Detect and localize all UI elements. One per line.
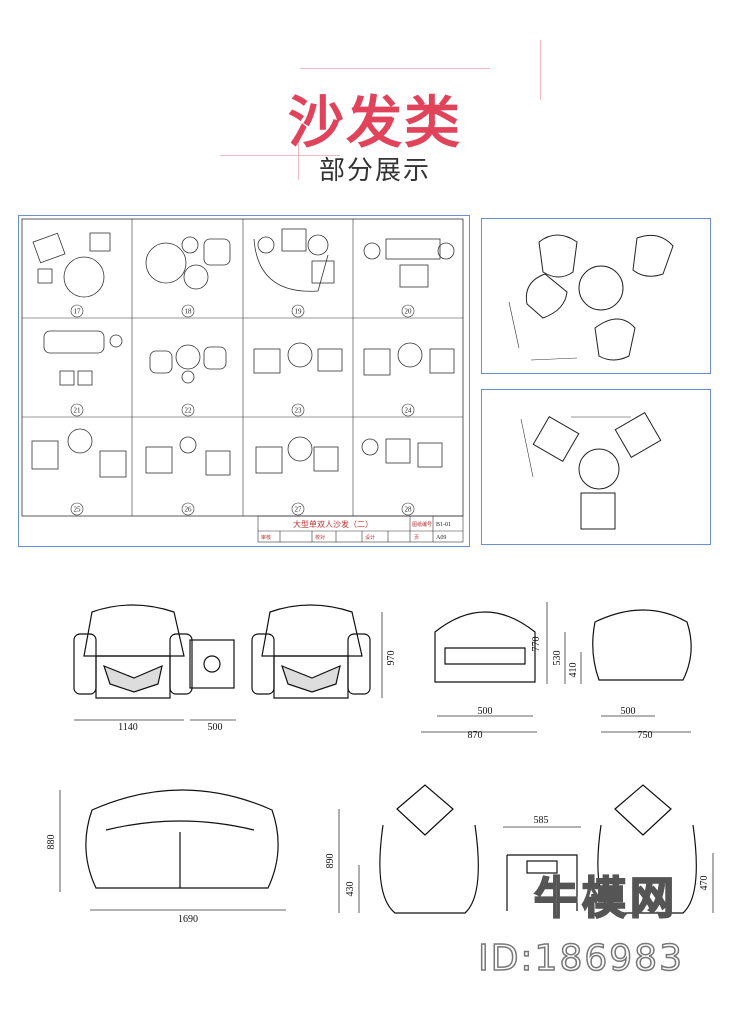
drawing-armchairs-elevation: 585 890 430 470 bbox=[325, 784, 714, 914]
page-subtitle: 部分展示 bbox=[318, 156, 431, 186]
cell-number: 17 bbox=[74, 308, 82, 316]
watermark-id: ID:186983 bbox=[477, 937, 684, 980]
dim-label: 870 bbox=[468, 730, 483, 741]
title-block-page: 页 bbox=[414, 535, 419, 541]
layout-panel-round bbox=[481, 218, 711, 374]
decor-line bbox=[220, 155, 340, 156]
dim-label: 1690 bbox=[178, 914, 198, 925]
cell-number: 25 bbox=[74, 506, 82, 514]
dim-label: 500 bbox=[478, 706, 493, 717]
title-block-drawing-no-label: 图纸编号 bbox=[412, 521, 432, 528]
cell-number: 22 bbox=[185, 407, 193, 415]
dim-label: 750 bbox=[638, 730, 653, 741]
cell-number: 23 bbox=[295, 407, 303, 415]
watermark-brand: 牛模网 bbox=[533, 872, 678, 925]
title-block-check: 校对 bbox=[315, 534, 325, 541]
cell-number: 20 bbox=[405, 308, 413, 316]
drawing-tub-chair-elevations: 770 530 410 500 870 500 750 bbox=[421, 602, 692, 741]
dim-label: 1140 bbox=[118, 722, 138, 733]
cell-number: 28 bbox=[405, 506, 413, 514]
dim-label: 430 bbox=[345, 882, 356, 897]
dim-label: 890 bbox=[325, 854, 336, 869]
title-block-name: 大型单双人沙发（二） bbox=[293, 519, 373, 529]
dim-label: 970 bbox=[386, 651, 397, 666]
dim-label: 770 bbox=[531, 637, 542, 652]
cell-number: 24 bbox=[405, 407, 413, 415]
title-block-drawing-no: B1-01 bbox=[436, 522, 451, 528]
page-title: 沙发类 bbox=[288, 91, 462, 156]
dim-label: 500 bbox=[208, 722, 223, 733]
cell-number: 27 bbox=[295, 506, 303, 514]
cell-number: 26 bbox=[185, 506, 193, 514]
cad-sheet: 17 18 19 20 21 22 23 24 25 26 27 28 大型单双… bbox=[18, 215, 470, 547]
cell-number: 19 bbox=[295, 308, 303, 316]
dim-label: 530 bbox=[552, 651, 563, 666]
dim-label: 585 bbox=[534, 815, 549, 826]
decor-line bbox=[298, 140, 299, 180]
dim-label: 410 bbox=[568, 663, 579, 678]
drawing-loveseat-plan: 880 1690 bbox=[46, 789, 286, 925]
cell-number: 21 bbox=[74, 407, 82, 415]
decor-line bbox=[540, 40, 541, 100]
decor-line bbox=[300, 68, 490, 69]
drawing-armchairs-plan: 1140 500 970 bbox=[73, 604, 397, 733]
dim-label: 500 bbox=[621, 706, 636, 717]
layout-panel-square bbox=[481, 389, 711, 545]
dim-label: 880 bbox=[46, 835, 57, 850]
title-block-sheet-no: A09 bbox=[436, 535, 446, 541]
dim-label: 470 bbox=[699, 876, 710, 891]
title-block-review: 审核 bbox=[261, 534, 271, 541]
cell-number: 18 bbox=[185, 308, 193, 316]
title-block-design: 设计 bbox=[365, 534, 375, 541]
